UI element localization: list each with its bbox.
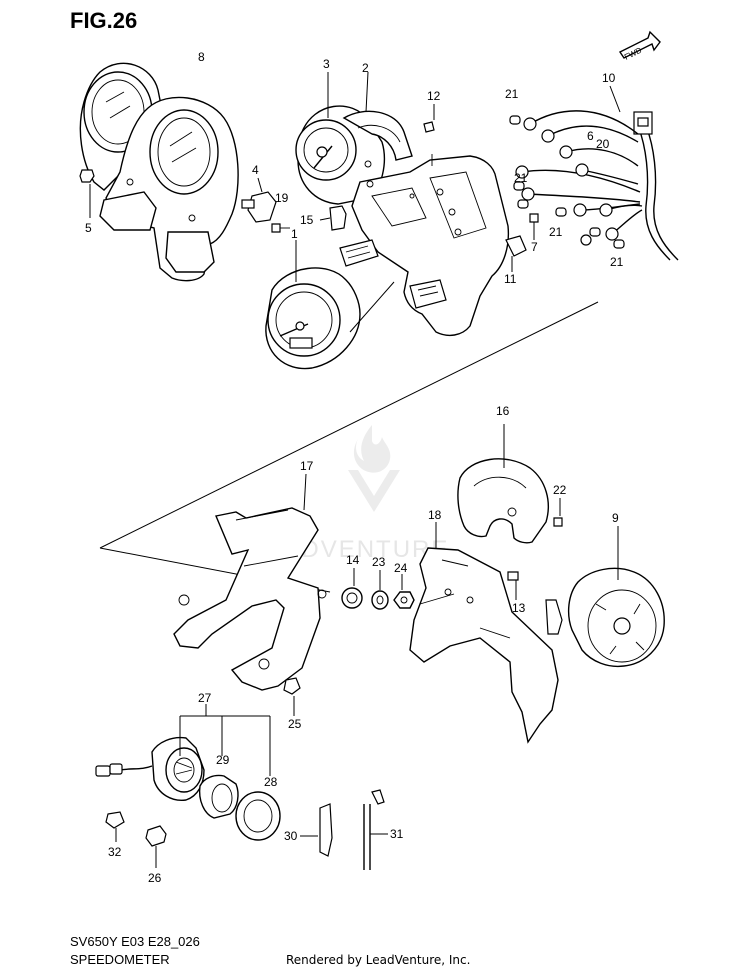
speedometer-part-1 xyxy=(265,240,395,370)
callout-23: 23 xyxy=(372,555,386,569)
callout-29: 29 xyxy=(216,753,230,767)
callout-32: 32 xyxy=(108,845,122,859)
meter-cover-part-8 xyxy=(79,62,239,282)
callout-11: 11 xyxy=(504,272,517,286)
callout-28: 28 xyxy=(264,775,278,789)
meter-cover-part-16 xyxy=(457,424,549,544)
callout-31: 31 xyxy=(390,827,404,841)
render-credit: Rendered by LeadVenture, Inc. xyxy=(286,953,471,967)
callout-20: 20 xyxy=(596,137,610,151)
callout-9: 9 xyxy=(612,511,619,525)
callout-2: 2 xyxy=(362,61,369,75)
callout-10: 10 xyxy=(602,71,616,85)
screw-part-19 xyxy=(271,223,290,233)
speed-sensor-part-27 xyxy=(95,704,271,801)
screw-part-5 xyxy=(79,169,95,218)
callout-30: 30 xyxy=(284,829,298,843)
screw-part-13 xyxy=(507,571,519,600)
washer-part-23 xyxy=(371,570,389,610)
grommet-part-14 xyxy=(341,568,363,609)
bulb-part-21 xyxy=(509,115,625,249)
callout-24: 24 xyxy=(394,561,408,575)
meter-housing-case xyxy=(339,154,510,337)
screw-part-12 xyxy=(423,104,435,133)
callout-27: 27 xyxy=(198,691,212,705)
callout-4: 4 xyxy=(252,163,259,177)
clip-part-30 xyxy=(300,803,333,857)
meter-plate-part-18 xyxy=(409,522,563,744)
callout-21-mid: 21 xyxy=(514,171,528,185)
gear-part-29 xyxy=(198,774,239,819)
fwd-label: FWD xyxy=(623,46,644,62)
fwd-arrow-icon: FWD xyxy=(618,30,661,62)
callout-15: 15 xyxy=(300,213,314,227)
seal-ring-part-28 xyxy=(235,791,281,841)
callout-5: 5 xyxy=(85,221,92,235)
tachometer-part-3 xyxy=(295,72,385,205)
callout-21-right: 21 xyxy=(549,225,563,239)
cap-part-11 xyxy=(505,235,527,272)
callout-18: 18 xyxy=(428,508,442,522)
screw-part-25 xyxy=(283,677,301,716)
nut-part-24 xyxy=(393,574,415,609)
screw-part-22 xyxy=(553,498,563,527)
screw-part-7 xyxy=(529,213,539,240)
callout-26: 26 xyxy=(148,871,162,885)
callout-22: 22 xyxy=(553,483,567,497)
callout-21-top: 21 xyxy=(505,87,519,101)
figure-label: FIG.26 xyxy=(70,8,138,33)
callout-21-bottom: 21 xyxy=(610,255,624,269)
speedometer-part-2 xyxy=(342,71,413,161)
callout-25: 25 xyxy=(288,717,302,731)
callout-14: 14 xyxy=(346,553,360,567)
meter-cover-part-9 xyxy=(567,526,665,668)
clamp-part-26 xyxy=(145,825,167,868)
callout-16: 16 xyxy=(496,404,510,418)
callout-3: 3 xyxy=(323,57,330,71)
meter-bracket-part-17 xyxy=(173,473,327,691)
screw-part-32 xyxy=(105,811,125,842)
callout-13: 13 xyxy=(512,601,526,615)
part-callouts: 8 3 2 12 21 10 6 20 4 19 5 15 21 7 21 21… xyxy=(85,50,624,885)
clip-part-15 xyxy=(319,205,347,231)
callout-8: 8 xyxy=(198,50,205,64)
callout-19: 19 xyxy=(275,191,289,205)
callout-1: 1 xyxy=(291,227,298,241)
section-title: SPEEDOMETER xyxy=(70,952,170,967)
callout-12: 12 xyxy=(427,89,441,103)
bulb-socket-part-4 xyxy=(241,177,277,223)
rod-part-31 xyxy=(363,789,388,870)
callout-17: 17 xyxy=(300,459,314,473)
model-code: SV650Y E03 E28_026 xyxy=(70,934,200,949)
callout-6: 6 xyxy=(587,129,594,143)
callout-7: 7 xyxy=(531,240,538,254)
wiring-harness-part-10 xyxy=(515,85,679,261)
